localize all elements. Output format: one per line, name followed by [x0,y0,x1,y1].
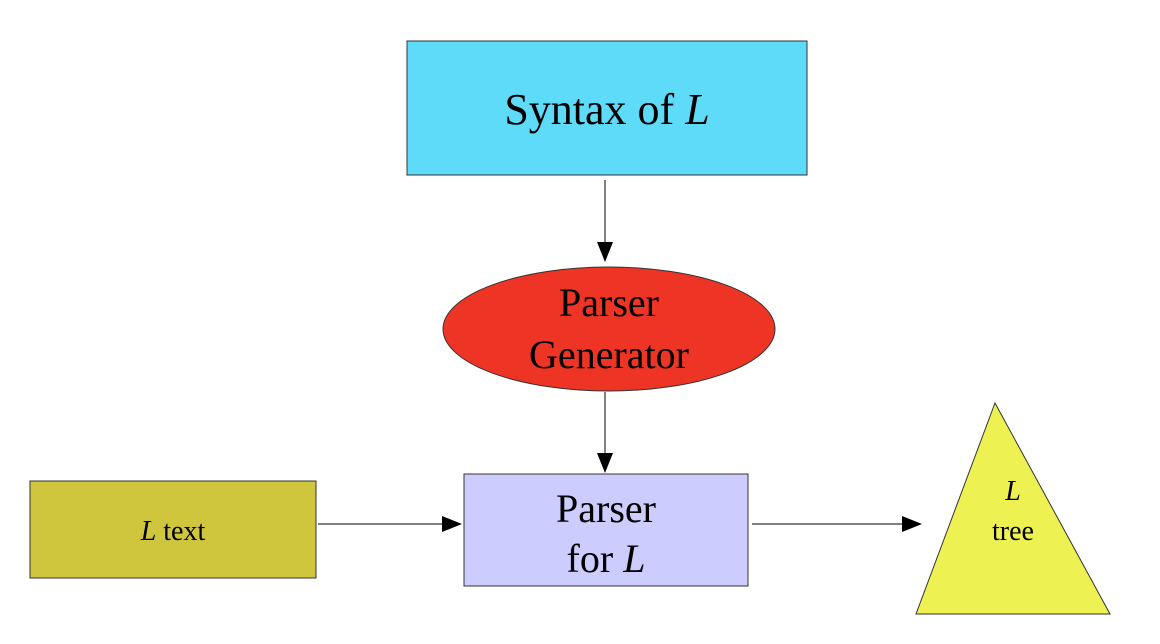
parser-label-line1: Parser [556,486,656,531]
tree-label-text: tree [992,516,1034,547]
arrowhead-syntax-to-generator [597,242,613,262]
syntax-label: Syntax of L [504,85,709,134]
parser-label-line2: for L [567,536,646,581]
arrowhead-input-to-parser [442,516,462,532]
tree-label-var: L [1004,476,1021,507]
syntax-node: Syntax of L [406,40,808,176]
parser-box [463,473,749,587]
generator-label-line2: Generator [529,332,689,377]
generator-node: Parser Generator [442,266,776,392]
input-node: L text [29,480,317,579]
arrowhead-generator-to-parser [597,453,613,473]
generator-ellipse [442,266,776,392]
arrowhead-parser-to-tree [902,516,922,532]
input-box [29,480,317,579]
tree-node: L tree [915,401,1111,615]
generator-label-line1: Parser [559,280,659,325]
syntax-box [406,40,808,176]
parser-node: Parser for L [463,473,749,587]
tree-triangle [915,401,1111,615]
input-label: L text [140,516,206,547]
